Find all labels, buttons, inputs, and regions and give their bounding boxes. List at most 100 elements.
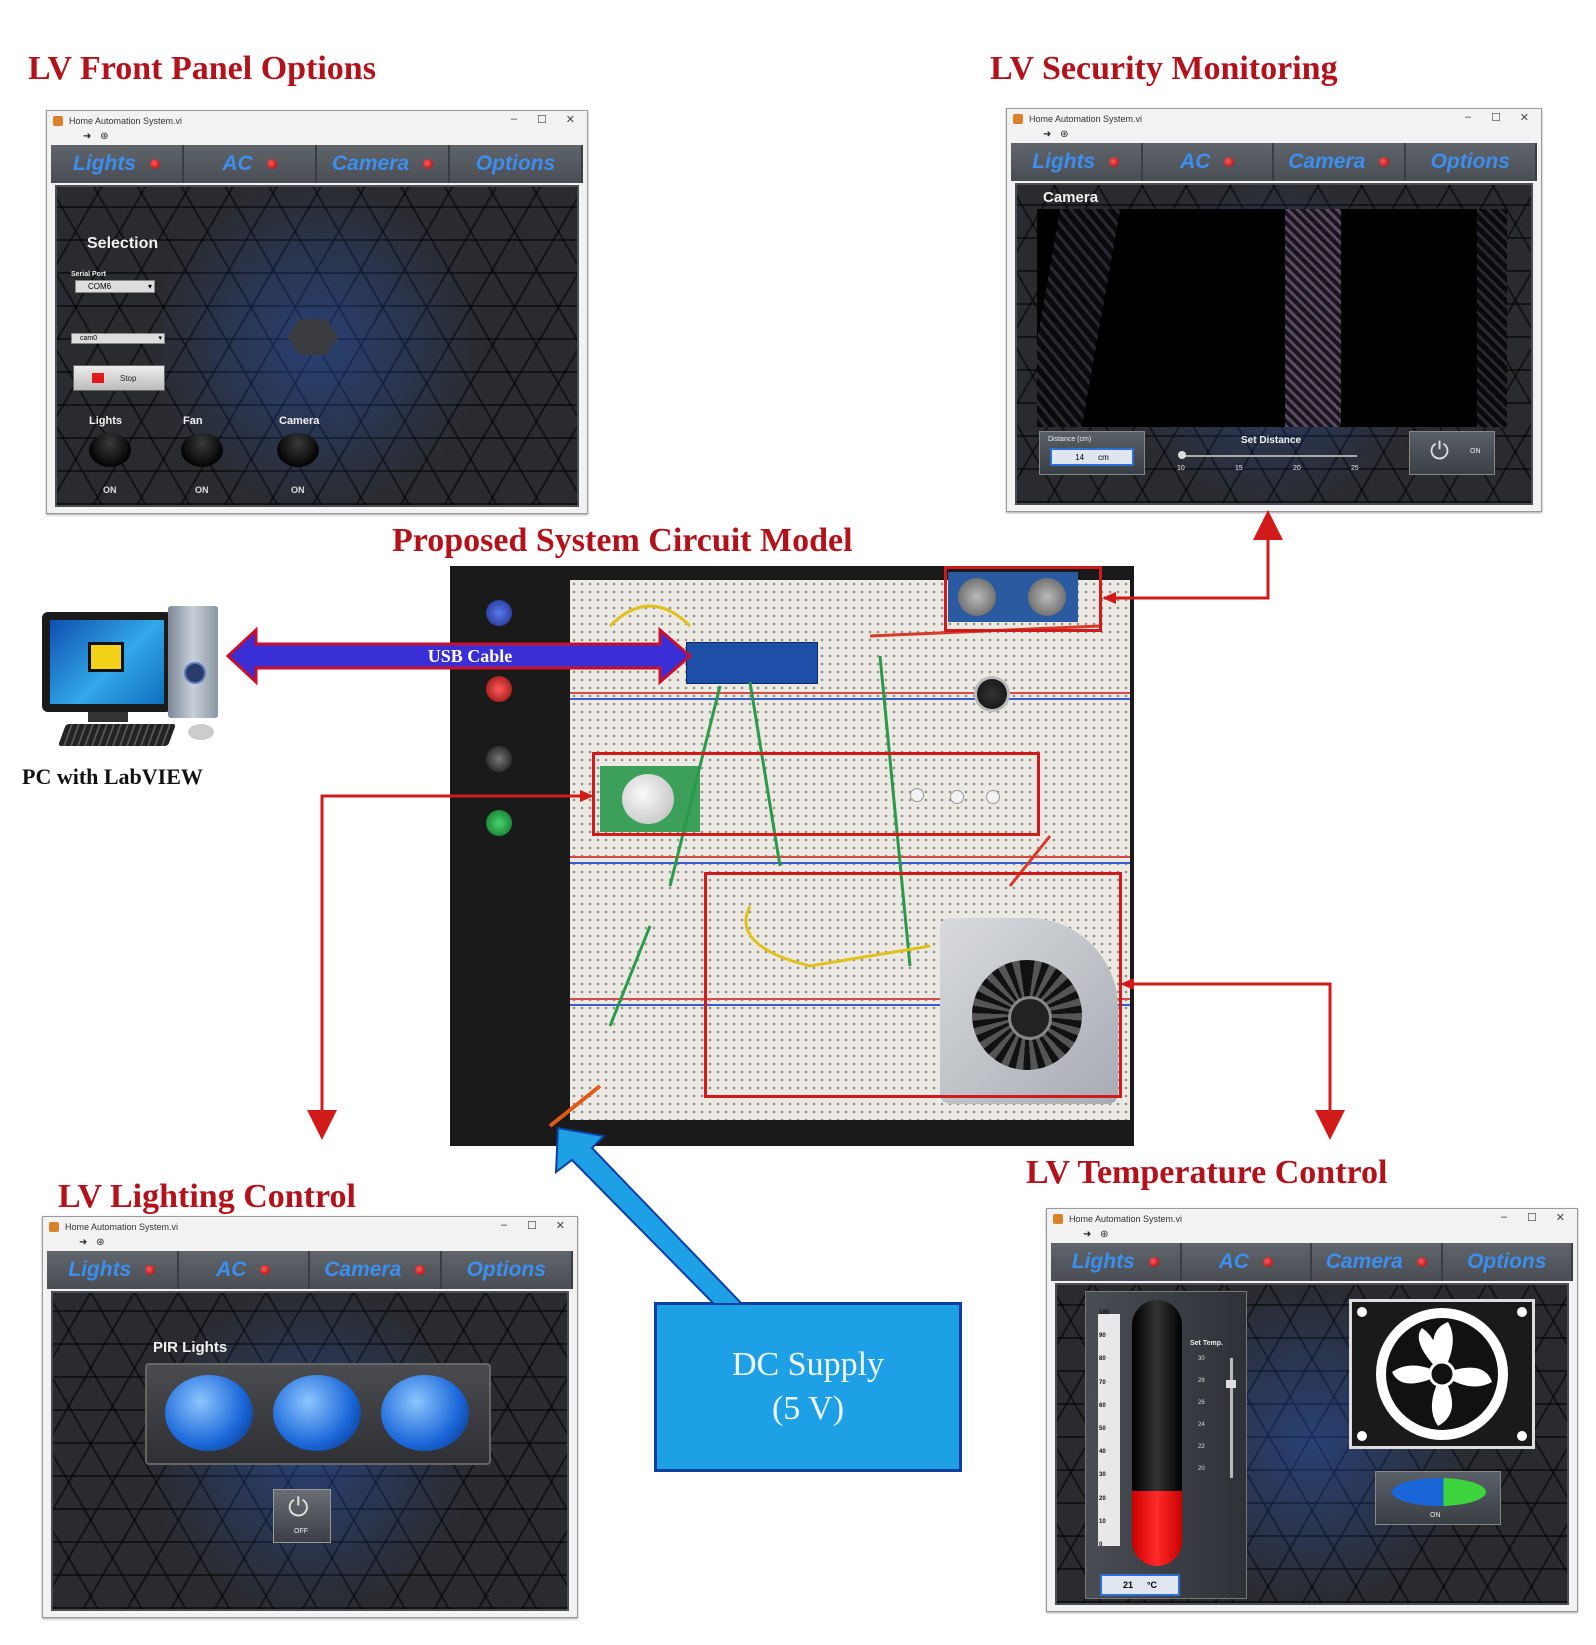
binding-post-green <box>486 810 512 836</box>
set-temp-slider[interactable] <box>1230 1358 1233 1478</box>
close-icon[interactable]: ✕ <box>555 1220 565 1232</box>
power-label: OFF <box>294 1528 308 1535</box>
led-indicator <box>1224 157 1235 167</box>
tab-camera[interactable]: Camera <box>1274 143 1406 181</box>
window-title-bar: Home Automation System.vi <box>1047 1209 1577 1229</box>
tab-camera[interactable]: Camera <box>310 1251 442 1289</box>
camera-toggle[interactable] <box>277 433 319 467</box>
run-toolbar[interactable]: ➜ ⊛ <box>1043 129 1072 140</box>
binding-post-red <box>486 676 512 702</box>
tab-options[interactable]: Options <box>441 1251 573 1289</box>
fan-switch[interactable]: ON <box>1375 1471 1501 1525</box>
lights-toggle[interactable] <box>89 433 131 467</box>
camera-select[interactable]: cam0▾ <box>71 333 165 344</box>
stop-label: Stop <box>120 373 137 383</box>
window-title-bar: Home Automation System.vi <box>1007 109 1541 129</box>
title-front-panel: LV Front Panel Options <box>28 50 376 87</box>
slider-tick: 10 <box>1177 465 1185 472</box>
selection-heading: Selection <box>87 235 159 252</box>
tab-lights[interactable]: Lights <box>1051 1243 1182 1281</box>
serial-port-label: Serial Port <box>71 271 107 278</box>
maximize-icon[interactable]: ☐ <box>1491 112 1501 124</box>
set-temp-label: Set Temp. <box>1190 1340 1223 1347</box>
tab-ac[interactable]: AC <box>1181 1243 1312 1281</box>
tab-options[interactable]: Options <box>1442 1243 1573 1281</box>
fan-switch-label: ON <box>1430 1512 1441 1519</box>
window-title-bar: Home Automation System.vi <box>43 1217 577 1237</box>
slider-tick: 20 <box>1293 465 1301 472</box>
set-temp-thumb[interactable] <box>1226 1380 1236 1388</box>
led-white <box>986 790 1000 804</box>
binding-post-black <box>486 746 512 772</box>
pir-light-3 <box>381 1375 469 1451</box>
slider-thumb[interactable] <box>1178 451 1186 459</box>
tab-lights[interactable]: Lights <box>51 145 184 183</box>
set-temp-tick-label: 20 <box>1198 1466 1205 1472</box>
led-indicator <box>145 1265 156 1275</box>
fan-toggle[interactable] <box>181 433 223 467</box>
tab-label: Options <box>475 152 556 175</box>
set-distance-label: Set Distance <box>1241 435 1302 446</box>
maximize-icon[interactable]: ☐ <box>537 114 547 126</box>
close-icon[interactable]: ✕ <box>565 114 575 126</box>
tab-label: Camera <box>324 1258 402 1281</box>
window-lighting: Home Automation System.vi – ☐ ✕ ➜ ⊛ Ligh… <box>42 1216 578 1618</box>
pc-label: PC with LabVIEW <box>22 764 203 789</box>
serial-port-select[interactable]: COM6▾ <box>75 280 155 293</box>
window-title-text: Home Automation System.vi <box>65 1222 179 1232</box>
run-toolbar[interactable]: ➜ ⊛ <box>1083 1229 1112 1240</box>
tab-lights[interactable]: Lights <box>1011 143 1143 181</box>
tab-ac[interactable]: AC <box>1142 143 1274 181</box>
stop-button[interactable]: Stop <box>73 365 165 391</box>
maximize-icon[interactable]: ☐ <box>1527 1212 1537 1224</box>
camera-feed <box>1037 209 1507 427</box>
close-icon[interactable]: ✕ <box>1519 112 1529 124</box>
thermometer-tick-label: 90 <box>1099 1333 1106 1340</box>
camera-heading: Camera <box>1043 189 1099 206</box>
tab-ac[interactable]: AC <box>184 145 317 183</box>
tab-label: Lights <box>1071 1250 1135 1273</box>
tab-label: Camera <box>1288 150 1366 173</box>
dc-supply-arrow <box>554 1126 745 1305</box>
binding-post-blue <box>486 600 512 626</box>
title-lighting: LV Lighting Control <box>58 1178 356 1215</box>
tab-camera[interactable]: Camera <box>317 145 450 183</box>
minimize-icon[interactable]: – <box>500 1219 507 1231</box>
camera-value: cam0 <box>80 335 98 342</box>
thermometer-tick-label: 50 <box>1099 1426 1106 1432</box>
close-icon[interactable]: ✕ <box>1555 1212 1565 1224</box>
run-toolbar[interactable]: ➜ ⊛ <box>83 131 112 142</box>
lights-power-button[interactable]: ⏻ OFF <box>273 1489 331 1543</box>
blower-fan <box>940 918 1118 1104</box>
window-title-text: Home Automation System.vi <box>1069 1214 1183 1224</box>
tab-ac[interactable]: AC <box>178 1251 310 1289</box>
window-title-bar: Home Automation System.vi <box>47 111 587 131</box>
labview-app-icon <box>1053 1214 1063 1224</box>
maximize-icon[interactable]: ☐ <box>527 1220 537 1232</box>
rail-lines <box>570 692 1130 700</box>
rail-lines <box>570 856 1130 864</box>
rail-lines <box>570 998 1130 1006</box>
minimize-icon[interactable]: – <box>510 113 517 125</box>
tab-options[interactable]: Options <box>450 145 583 183</box>
title-security: LV Security Monitoring <box>990 50 1338 87</box>
led-indicator <box>423 159 434 169</box>
tab-lights[interactable]: Lights <box>47 1251 179 1289</box>
thermometer-tick-label: 30 <box>1099 1472 1106 1479</box>
minimize-icon[interactable]: – <box>1500 1211 1507 1223</box>
title-circuit: Proposed System Circuit Model <box>392 522 853 559</box>
run-toolbar[interactable]: ➜ ⊛ <box>79 1237 108 1248</box>
usb-arrow <box>225 626 693 686</box>
led-indicator <box>150 159 160 169</box>
tab-camera[interactable]: Camera <box>1312 1243 1443 1281</box>
set-distance-slider[interactable] <box>1181 455 1357 457</box>
pir-sensor <box>600 766 700 832</box>
thermometer-tick-label: 60 <box>1099 1402 1106 1409</box>
window-front-panel: Home Automation System.vi – ☐ ✕ ➜ ⊛ Ligh… <box>46 110 588 514</box>
camera-power-button[interactable]: ⏻ ON <box>1409 431 1495 475</box>
tab-options[interactable]: Options <box>1405 143 1537 181</box>
thermometer-tick-label: 20 <box>1099 1495 1106 1502</box>
curtain-right <box>1477 209 1507 427</box>
minimize-icon[interactable]: – <box>1464 111 1471 123</box>
set-temp-tick-label: 22 <box>1198 1444 1205 1450</box>
